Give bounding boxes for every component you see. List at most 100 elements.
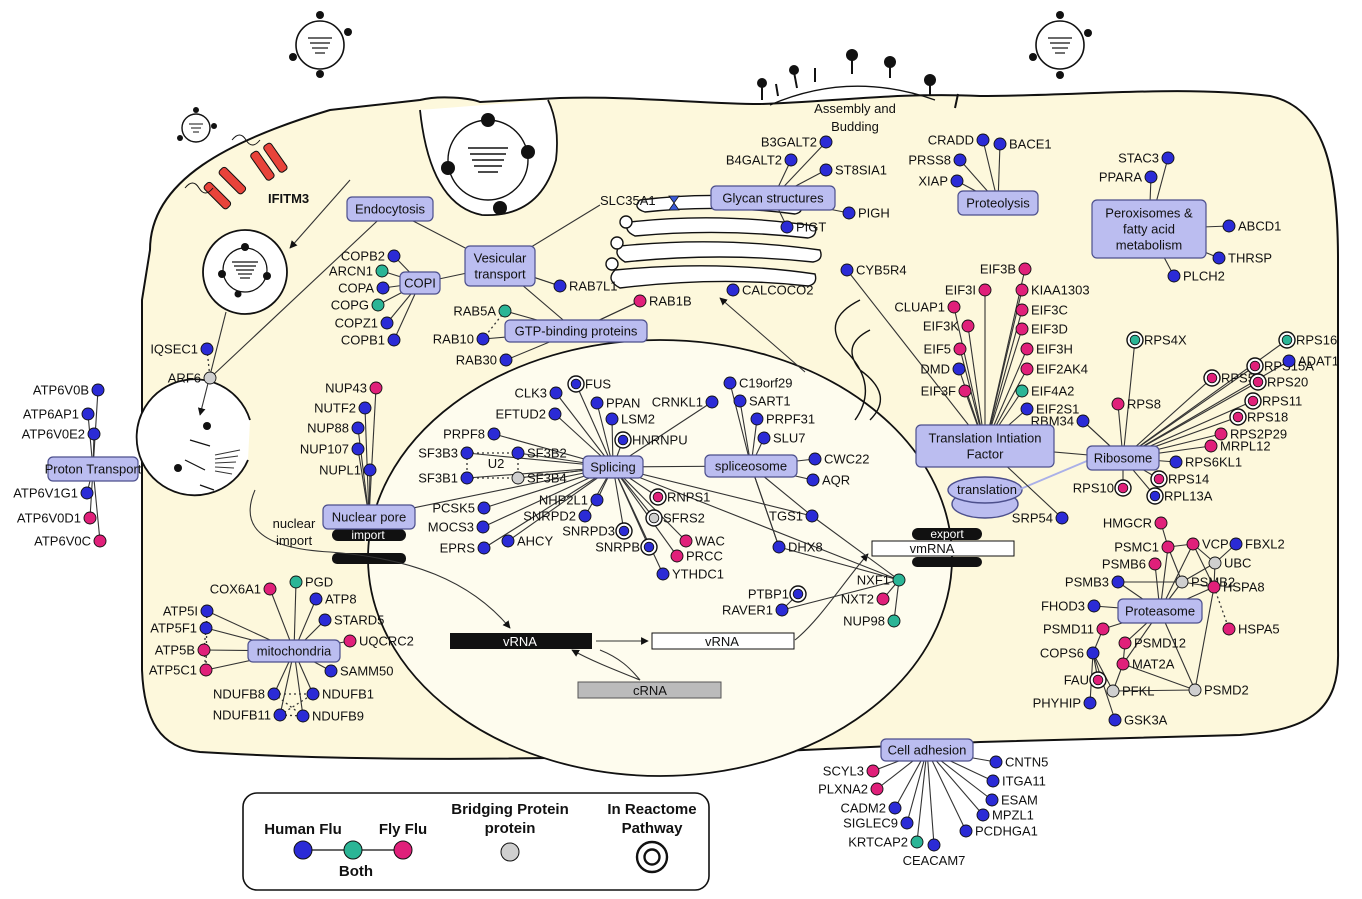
group-label: Proton Transport (45, 462, 142, 477)
gene-dot (959, 824, 973, 838)
ifitm3-label: IFITM3 (268, 191, 309, 206)
group-label: spliceosome (715, 459, 787, 474)
gene-label: WAC (695, 534, 725, 549)
gene-label: SAMM50 (340, 664, 393, 679)
gene-label: RNPS1 (667, 490, 710, 505)
vrna-light-label: vRNA (705, 634, 739, 649)
group-box (1091, 199, 1207, 259)
gene-node-thrsp: THRSP (1212, 251, 1272, 266)
gene-node-ndufb1: NDUFB1 (306, 687, 374, 702)
gene-dot (910, 835, 924, 849)
gene-label: EIF5 (924, 342, 951, 357)
gene-dot (553, 279, 567, 293)
gene-label: NXT2 (841, 592, 874, 607)
gene-node-rab10: RAB10 (433, 332, 490, 347)
gene-label: SIGLEC9 (843, 816, 898, 831)
group-box (1086, 445, 1160, 471)
gene-node-bace1: BACE1 (993, 137, 1052, 152)
gene-dot (476, 520, 490, 534)
gene-label: YTHDC1 (672, 567, 724, 582)
gene-node-slu7: SLU7 (757, 431, 806, 446)
group-box (47, 456, 139, 482)
gene-dot (976, 808, 990, 822)
gene-label: RPS18 (1247, 410, 1288, 425)
gene-node-atp6v0e2: ATP6V0E2 (22, 427, 101, 442)
gene-dot (324, 664, 338, 678)
gene-node-eif4a2: EIF4A2 (1015, 384, 1074, 399)
gene-label: PTBP1 (748, 587, 789, 602)
gene-label: NXF1 (857, 573, 890, 588)
gene-node-rps11: RPS11 (1244, 392, 1302, 410)
gene-label: PPAN (606, 396, 640, 411)
gene-label: AHCY (517, 534, 553, 549)
network-edge (1112, 689, 1196, 692)
gene-label: ATP6V0D1 (17, 511, 81, 526)
gene-node-eif3b: EIF3B (980, 262, 1032, 277)
group-label: Cell adhesion (888, 743, 967, 758)
gene-dot (648, 512, 660, 524)
gene-label: COPA (338, 281, 374, 296)
gene-node-ptbp1: PTBP1 (748, 585, 807, 603)
gene-node-eif5: EIF5 (924, 342, 967, 357)
gene-dot (670, 549, 684, 563)
gene-dot (570, 378, 582, 390)
gene-label: SNRPD2 (523, 509, 576, 524)
gene-label: ARF6 (168, 371, 201, 386)
gene-node-raver1: RAVER1 (722, 603, 789, 618)
gene-label: NDUFB1 (322, 687, 374, 702)
gene-dot (549, 386, 563, 400)
gene-dot (1020, 342, 1034, 356)
network-edge (1122, 377, 1213, 459)
gene-node-eif2s1: EIF2S1 (1020, 402, 1079, 417)
gene-label: MAT2A (1132, 657, 1175, 672)
gene-label: PHYHIP (1033, 696, 1081, 711)
gene-dot (477, 501, 491, 515)
legend-reactome-2: Pathway (622, 820, 684, 837)
gene-dot (775, 603, 789, 617)
gene-dot (958, 384, 972, 398)
gene-label: MPZL1 (992, 808, 1034, 823)
gene-label: UQCRC2 (359, 634, 414, 649)
group-label: Ribosome (1094, 451, 1153, 466)
network-edge (1122, 339, 1136, 459)
gene-node-cntn5: CNTN5 (989, 755, 1048, 770)
gene-node-sf3b3: SF3B3 (418, 446, 474, 461)
gene-label: IQSEC1 (150, 342, 198, 357)
gene-dot (1154, 516, 1168, 530)
gene-dot (1111, 397, 1125, 411)
gene-label: CRADD (928, 133, 974, 148)
gene-label: SFRS2 (663, 511, 705, 526)
gene-dot (1232, 411, 1244, 423)
gene-node-rps20: RPS20 (1249, 373, 1308, 391)
gene-node-srp54: SRP54 (1012, 511, 1069, 526)
gene-dot (351, 421, 365, 435)
gene-dot (733, 394, 747, 408)
gene-dot (199, 663, 213, 677)
lysosome-with-virus (135, 378, 251, 497)
gene-node-fus: FUS (567, 375, 611, 393)
gene-label: VCP (1202, 537, 1229, 552)
gene-label: ATP5I (163, 604, 198, 619)
gene-node-rps14: RPS14 (1150, 470, 1209, 488)
gene-node-rps18: RPS18 (1229, 408, 1288, 426)
group-label: COPI (404, 276, 436, 291)
gene-label: EIF3I (945, 283, 976, 298)
gene-label: PFKL (1122, 684, 1155, 699)
gene-label: ATP5C1 (149, 663, 197, 678)
gene-dot (986, 774, 1000, 788)
gene-dot (387, 249, 401, 263)
gene-dot (273, 708, 287, 722)
gene-label: COPS6 (1040, 646, 1084, 661)
gene-dot (487, 427, 501, 441)
gene-dot (819, 163, 833, 177)
gene-node-iqsec1: IQSEC1 (150, 342, 214, 357)
gene-label: PCSK5 (432, 501, 475, 516)
gene-dot (892, 573, 906, 587)
gene-label: EPRS (440, 541, 476, 556)
gene-node-wac: WAC (679, 534, 725, 549)
group-mitochondria: mitochondria (247, 639, 341, 663)
group-proteolysis: Proteolysis (957, 190, 1039, 216)
gene-label: PPARA (1099, 170, 1142, 185)
gene-label: RPS11 (1262, 394, 1302, 409)
gene-dot (757, 431, 771, 445)
